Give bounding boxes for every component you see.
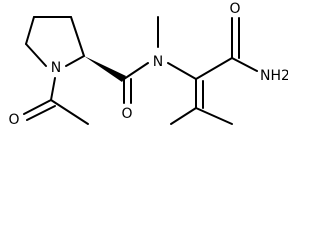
acetyl-methyl-bond	[50, 99, 89, 125]
dehydrovaline-unit	[170, 17, 258, 125]
ring-bond-n-right	[65, 55, 85, 67]
isopropylidene-methyl-left	[170, 107, 197, 125]
acetyl-carbonyl-bond-a	[23, 99, 52, 115]
amide-nitrogen-label: N	[153, 54, 163, 70]
carbonyl-to-amide-n-bond	[123, 62, 149, 80]
alkene-to-amide-carbon-bond	[195, 57, 233, 80]
ring-bond-right	[70, 16, 85, 57]
amide-nh2-label: NH2	[260, 68, 288, 84]
acetyl-oxygen-label: O	[8, 112, 19, 128]
acetyl-n-c-bond	[50, 77, 56, 101]
ring-bond-left	[25, 16, 35, 45]
pyrrolidine-ring	[25, 16, 85, 67]
amide-c-n-bond	[231, 57, 258, 72]
proline-carbonyl	[123, 62, 149, 104]
ring-nitrogen-label: N	[51, 60, 61, 76]
amide-oxygen-label: O	[229, 1, 240, 17]
acetyl-group	[23, 77, 89, 125]
ring-bond-n-left	[25, 43, 47, 67]
acetyl-carbonyl-bond-b	[26, 105, 56, 121]
chemical-structure: N O O N O NH2	[8, 1, 288, 128]
proline-oxygen-label: O	[121, 106, 132, 122]
isopropylidene-methyl-right	[195, 107, 233, 125]
stereo-wedge-bond	[84, 56, 126, 82]
amide-n-to-alkene-bond	[167, 62, 197, 80]
